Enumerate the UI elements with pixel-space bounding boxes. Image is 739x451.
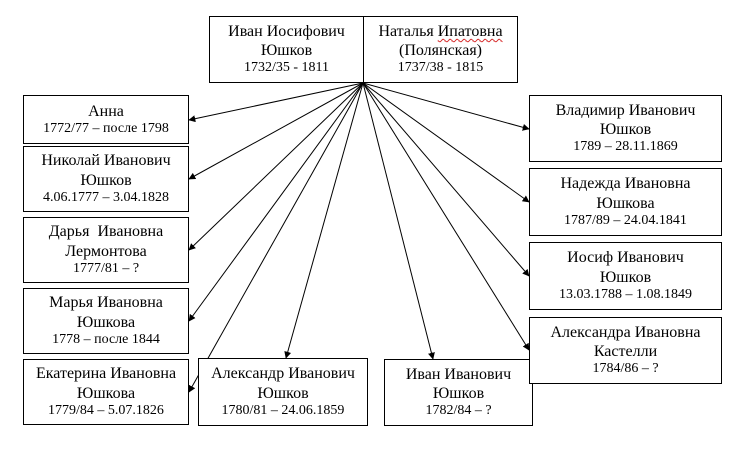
arrow-to-ekaterina [188,82,364,393]
arrow-to-marya [188,82,364,322]
child-name-line-2: Лермонтова [65,242,147,260]
parent-box-natalya-ipatovna: Наталья Ипатовна (Полянская) 1737/38 - 1… [363,16,518,83]
child-dates: 1778 – после 1844 [52,331,160,347]
child-dates: 13.03.1788 – 1.08.1849 [559,286,692,302]
parent-name-line-2: Юшков [260,42,313,60]
child-box-ekaterina: Екатерина Ивановна Юшкова 1779/84 – 5.07… [23,359,189,425]
child-name-line-1: Александра Ивановна [550,323,701,341]
arrow-to-nikolay [188,82,364,180]
child-box-iosif: Иосиф Иванович Юшков 13.03.1788 – 1.08.1… [529,242,722,310]
child-box-anna: Анна 1772/77 – после 1798 [23,95,189,144]
parent-name-line-2: (Полянская) [399,42,482,60]
child-name-line-2: Юшкова [76,384,136,402]
child-box-ivan: Иван Иванович Юшков 1782/84 – ? [384,359,533,426]
arrow-to-darya [188,82,364,251]
child-name-line-2: Юшков [599,121,652,139]
child-name-line-1: Марья Ивановна [49,294,163,312]
child-name-line-1: Екатерина Ивановна [35,365,177,383]
child-dates: 1787/89 – 24.04.1841 [564,212,687,228]
child-dates: 1789 – 28.11.1869 [573,139,678,155]
child-box-vladimir: Владимир Иванович Юшков 1789 – 28.11.186… [529,95,722,162]
parent-name-line-1: Наталья Ипатовна [378,22,503,40]
arrow-to-nadezhda [362,82,530,203]
child-name-line-2: Юшкова [76,313,136,331]
child-name-line-1: Анна [88,102,124,120]
child-name-line-1: Николай Иванович [41,152,171,170]
child-dates: 1779/84 – 5.07.1826 [48,402,164,418]
child-box-nikolay: Николай Иванович Юшков 4.06.1777 – 3.04.… [23,146,189,212]
child-name-line-2: Юшков [80,171,132,189]
parent-name-line-1: Иван Иосифович [228,22,345,40]
child-name-line-2: Кастелли [593,343,658,361]
arrow-to-aleksandra [362,82,530,351]
child-box-aleksandra: Александра Ивановна Кастелли 1784/86 – ? [529,317,722,384]
arrow-to-iosif [362,82,530,277]
child-name-line-2: Юшков [432,385,485,403]
child-name-line-2: Юшков [257,384,309,402]
parent-dates: 1737/38 - 1815 [397,60,484,76]
child-box-nadezhda: Надежда Ивановна Юшкова 1787/89 – 24.04.… [529,168,722,236]
arrow-to-aleksandr [284,82,364,359]
child-dates: 1784/86 – ? [592,361,659,377]
parent-box-ivan-iosifovich: Иван Иосифович Юшков 1732/35 - 1811 [209,16,364,83]
arrow-to-ivan [362,82,435,360]
child-name-line-1: Александр Иванович [211,365,355,383]
arrow-to-vladimir [362,82,530,131]
child-dates: 1772/77 – после 1798 [43,120,169,136]
child-name-line-1: Дарья Ивановна [48,223,164,241]
child-name-line-2: Юшков [599,268,652,286]
child-name-line-1: Иосиф Иванович [567,249,684,267]
arrow-to-anna [188,82,364,123]
child-dates: 1780/81 – 24.06.1859 [221,402,345,418]
child-name-line-1: Владимир Иванович [555,101,696,119]
child-dates: 1777/81 – ? [72,260,140,276]
parent-dates: 1732/35 - 1811 [243,60,330,76]
child-name-line-1: Надежда Ивановна [560,175,691,193]
child-dates: 4.06.1777 – 3.04.1828 [43,189,169,205]
child-box-aleksandr: Александр Иванович Юшков 1780/81 – 24.06… [198,358,368,426]
child-name-line-1: Иван Иванович [405,365,512,383]
child-dates: 1782/84 – ? [425,403,492,419]
child-box-marya: Марья Ивановна Юшкова 1778 – после 1844 [23,288,189,354]
child-name-line-2: Юшкова [596,194,655,212]
child-box-darya: Дарья Ивановна Лермонтова 1777/81 – ? [23,217,189,283]
